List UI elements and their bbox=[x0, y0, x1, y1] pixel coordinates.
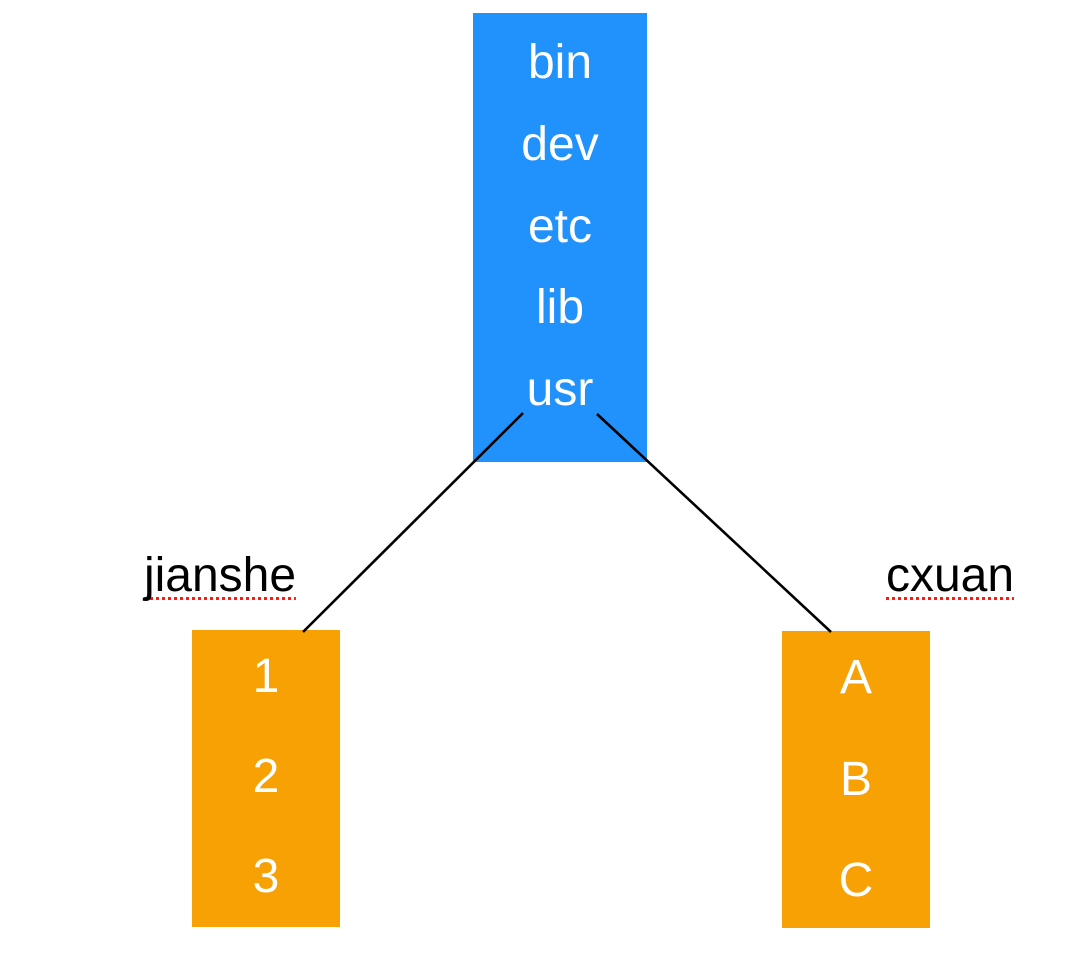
cxuan-directory-label: cxuan bbox=[885, 549, 1015, 602]
root-entry-usr: usr bbox=[526, 363, 594, 416]
jianshe-directory-box: 1 2 3 bbox=[192, 630, 340, 927]
root-entry-lib: lib bbox=[535, 281, 585, 335]
root-entry-dev: dev bbox=[521, 117, 599, 171]
jianshe-directory-label: jianshe bbox=[143, 549, 297, 602]
jianshe-entry-3: 3 bbox=[252, 850, 280, 903]
cxuan-entry-b: B bbox=[839, 752, 872, 806]
root-entry-etc: etc bbox=[527, 199, 593, 253]
cxuan-entry-c: C bbox=[838, 854, 874, 907]
root-entry-bin: bin bbox=[527, 36, 593, 89]
jianshe-entry-2: 2 bbox=[252, 750, 280, 803]
jianshe-entry-1: 1 bbox=[252, 650, 280, 703]
cxuan-entry-a: A bbox=[839, 651, 872, 704]
root-directory-box: bin dev etc lib usr bbox=[473, 13, 647, 462]
cxuan-directory-box: A B C bbox=[782, 631, 930, 928]
